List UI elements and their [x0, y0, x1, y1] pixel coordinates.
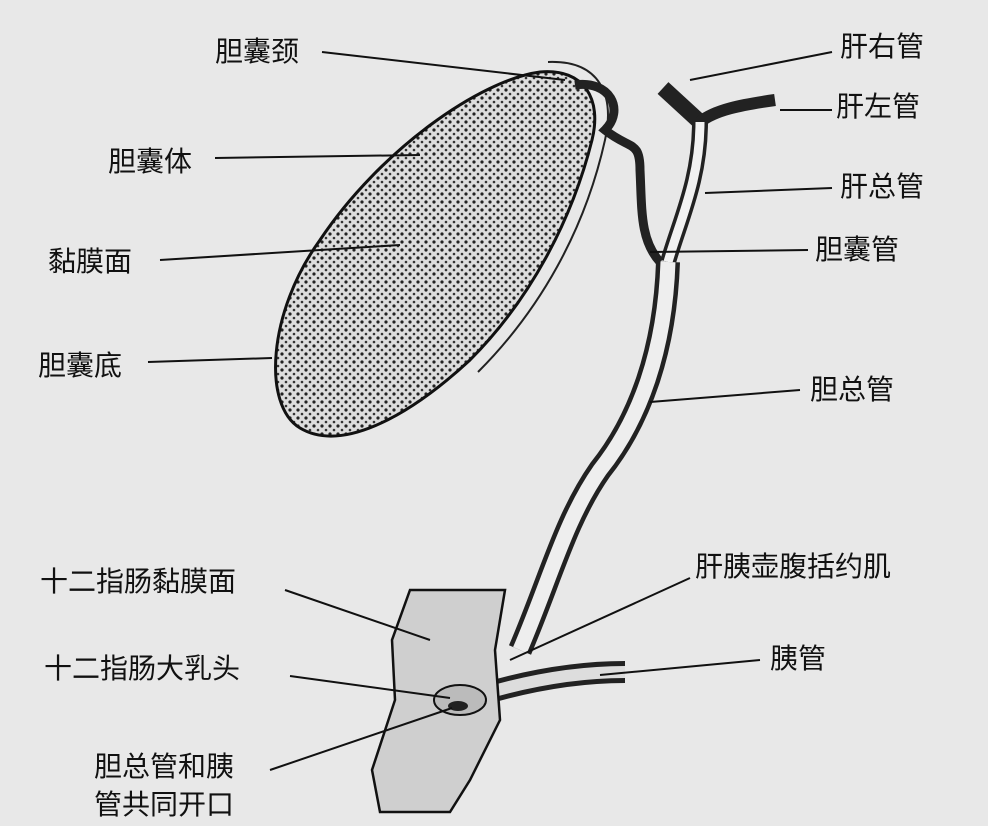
leader-gallbladder-fundus — [147, 357, 273, 363]
label-left-hepatic-duct: 肝左管 — [836, 90, 921, 123]
gallbladder — [274, 70, 597, 438]
common-bile-duct-inner — [513, 261, 676, 653]
label-common-opening-line1: 胆总管和胰 — [94, 750, 235, 783]
common-opening — [448, 701, 468, 711]
leader-pancreatic-duct — [599, 659, 761, 676]
leader-gallbladder-neck — [321, 51, 566, 81]
leader-mucosa — [159, 244, 401, 261]
major-duodenal-papilla — [433, 684, 487, 716]
common-hepatic-duct-inner — [663, 121, 705, 264]
label-cystic-duct: 胆囊管 — [815, 233, 900, 266]
label-mucosa: 黏膜面 — [48, 245, 133, 278]
label-gallbladder-body: 胆囊体 — [108, 145, 193, 178]
leader-gallbladder-body — [214, 154, 421, 159]
leader-duodenal-mucosa — [284, 589, 431, 641]
label-gallbladder-neck: 胆囊颈 — [215, 35, 300, 68]
label-common-bile-duct: 胆总管 — [810, 373, 895, 406]
leader-common-bile-duct — [649, 389, 801, 403]
gallbladder-wall — [477, 60, 609, 373]
label-gallbladder-fundus: 胆囊底 — [38, 349, 123, 382]
label-common-hepatic-duct: 肝总管 — [840, 170, 925, 203]
leader-papilla — [289, 675, 451, 699]
right-hepatic-duct — [657, 82, 706, 128]
cystic-duct — [574, 80, 664, 266]
label-major-duodenal-papilla: 十二指肠大乳头 — [44, 652, 241, 685]
label-common-opening-line2: 管共同开口 — [94, 788, 235, 821]
leader-common-opening — [269, 707, 453, 771]
leader-right-hepatic-duct — [689, 51, 833, 81]
label-duodenal-mucosa: 十二指肠黏膜面 — [40, 565, 237, 598]
label-pancreatic-duct: 胰管 — [770, 642, 827, 675]
left-hepatic-duct — [696, 94, 776, 127]
leader-common-hepatic-duct — [704, 187, 833, 194]
leader-sphincter — [509, 577, 691, 661]
leader-cystic-duct — [649, 249, 809, 253]
label-sphincter-of-oddi: 肝胰壶腹括约肌 — [695, 550, 892, 583]
label-right-hepatic-duct: 肝右管 — [840, 30, 925, 63]
